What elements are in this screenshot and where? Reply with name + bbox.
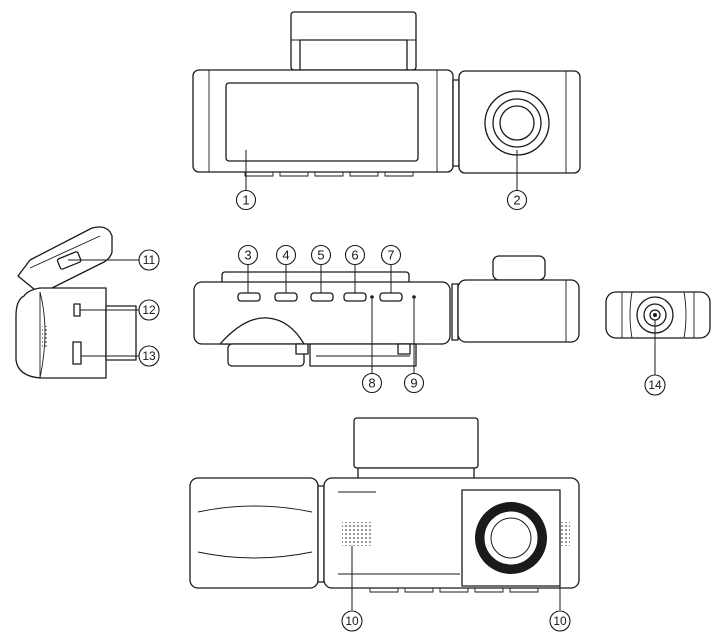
callout-10-left: 10 [341, 610, 363, 632]
speaker-grille-left [342, 522, 372, 546]
callout-4: 4 [275, 244, 297, 266]
callout-label: 9 [410, 376, 417, 391]
interior-lens [636, 296, 674, 334]
front-lens [461, 489, 561, 587]
callout-2: 2 [506, 189, 528, 211]
callout-label: 7 [387, 248, 394, 263]
microphone-hole [370, 295, 374, 299]
callout-5: 5 [310, 244, 332, 266]
callout-9: 9 [403, 372, 425, 394]
back-mount [353, 417, 479, 469]
callout-label: 8 [368, 376, 375, 391]
front-lens-dome [219, 317, 305, 345]
windshield-mount [290, 11, 417, 71]
button-3[interactable] [237, 292, 261, 302]
back-left-module [189, 477, 319, 589]
callout-label: 12 [142, 303, 156, 317]
callout-label: 14 [648, 378, 662, 392]
callout-label: 4 [282, 248, 289, 263]
callout-1: 1 [235, 189, 257, 211]
back-view [189, 417, 580, 610]
callout-label: 10 [553, 614, 567, 628]
callout-13: 13 [138, 345, 160, 367]
callout-12: 12 [138, 299, 160, 321]
callout-label: 3 [244, 248, 251, 263]
front-view [192, 11, 581, 190]
callout-label: 6 [351, 248, 358, 263]
callout-7: 7 [380, 244, 402, 266]
reset-hole [412, 295, 416, 299]
side-usb-port [73, 303, 81, 317]
display-screen [225, 82, 419, 162]
callout-10-right: 10 [549, 610, 571, 632]
top-view [193, 255, 580, 373]
rear-lens [484, 90, 550, 156]
callout-label: 5 [317, 248, 324, 263]
sd-card-slot [72, 341, 82, 365]
button-5[interactable] [310, 292, 334, 302]
button-4[interactable] [274, 292, 298, 302]
callout-3: 3 [237, 244, 259, 266]
rear-module-top [457, 279, 580, 343]
button-6[interactable] [343, 292, 367, 302]
callout-label: 10 [345, 614, 359, 628]
side-view [15, 226, 139, 379]
callout-label: 2 [513, 193, 520, 208]
interior-camera-view [605, 291, 711, 375]
callout-6: 6 [344, 244, 366, 266]
callout-11: 11 [138, 249, 160, 271]
callout-label: 1 [242, 193, 249, 208]
callout-label: 13 [142, 349, 156, 363]
callout-label: 11 [143, 253, 156, 267]
callout-8: 8 [361, 372, 383, 394]
top-buttons [237, 292, 403, 302]
side-body [15, 287, 107, 379]
button-7[interactable] [379, 292, 403, 302]
callout-14: 14 [644, 374, 666, 396]
